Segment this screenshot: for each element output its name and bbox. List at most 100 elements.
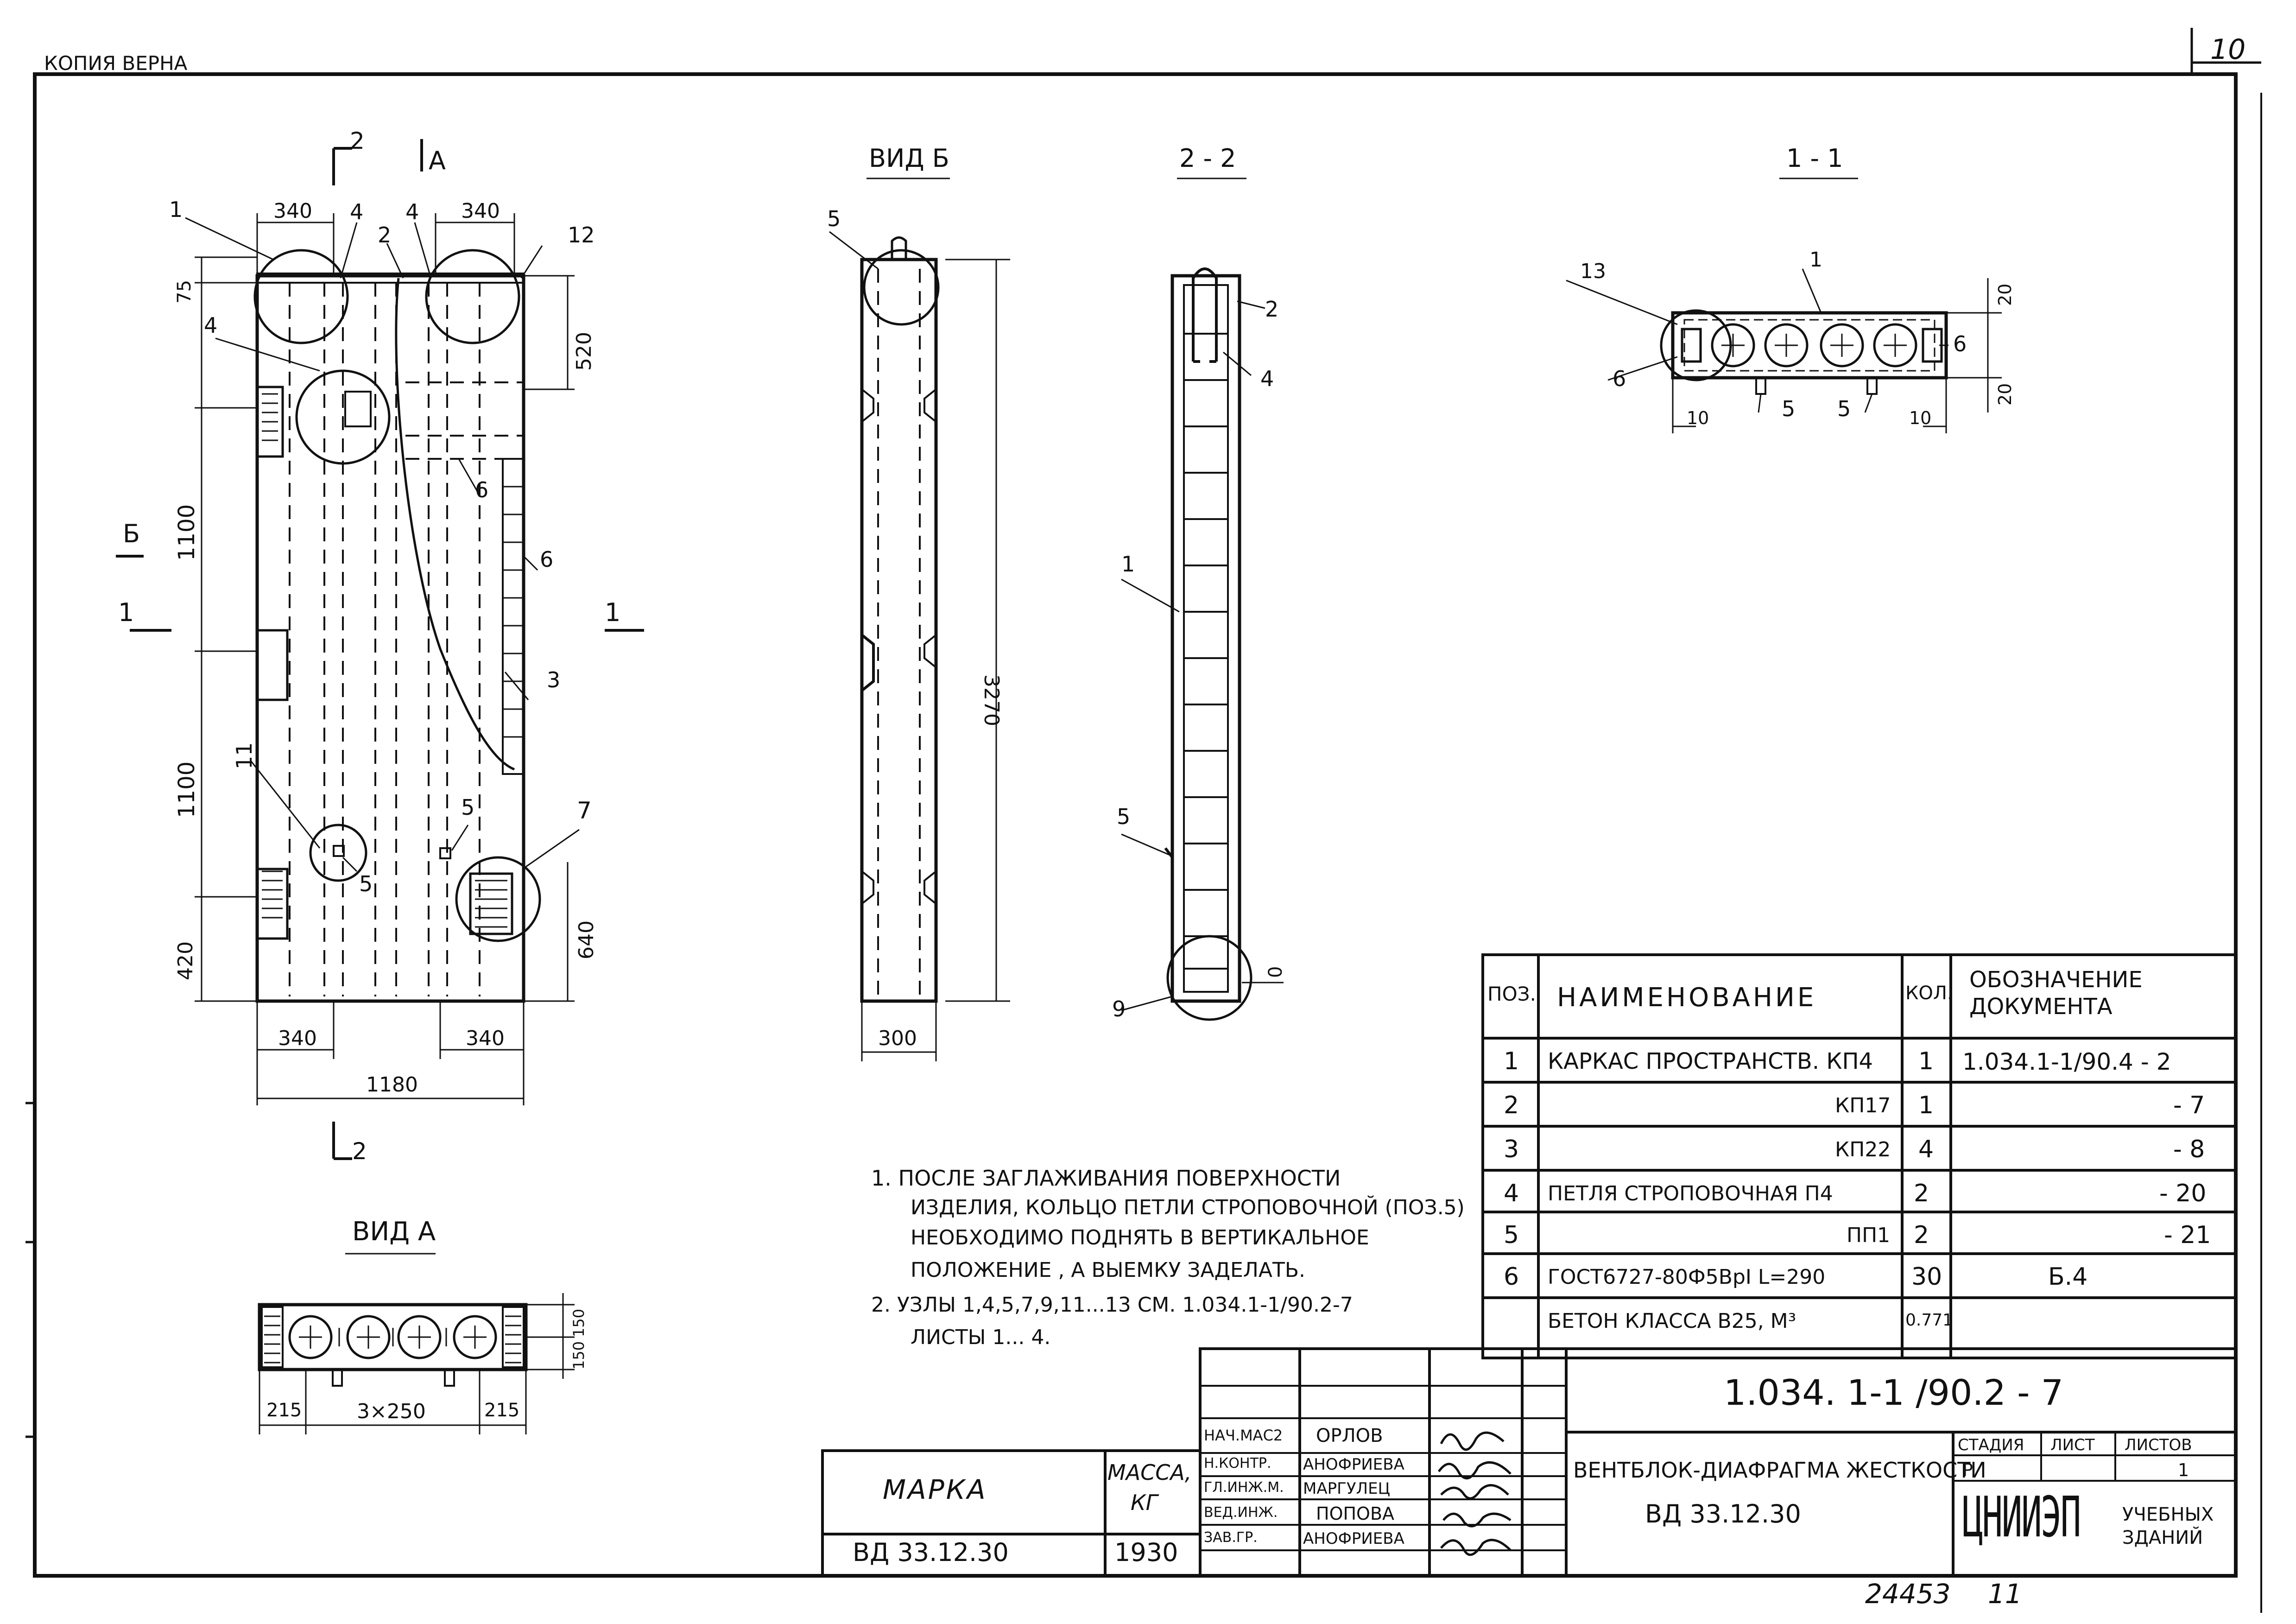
spec-header-doc: ОБОЗНАЧЕНИЕ ДОКУМЕНТА xyxy=(1969,967,2143,1020)
spec-row-4-doc: - 20 xyxy=(2159,1180,2207,1207)
section-2-bottom-label: 2 xyxy=(352,1138,367,1165)
section-2-2-title: 2 - 2 xyxy=(1179,144,1236,173)
view-b-dim-3270: 3270 xyxy=(980,674,1003,726)
spec-row-4-qty: 2 xyxy=(1914,1180,1929,1207)
spec-row-5-doc: - 21 xyxy=(2164,1221,2211,1249)
spec-row-2-name: КП17 xyxy=(1835,1094,1891,1117)
spec-row-1-pos: 1 xyxy=(1504,1047,1519,1075)
product-mark: ВД 33.12.30 xyxy=(1645,1499,1801,1529)
spec-header-pos: ПОЗ. xyxy=(1487,983,1536,1005)
spec-row-5-pos: 5 xyxy=(1504,1221,1519,1249)
mark-header: МАРКА xyxy=(883,1474,987,1505)
section-2-2-callout-2: 2 xyxy=(1265,297,1279,322)
sheet-border xyxy=(33,72,2238,1578)
spec-row-3-name: КП22 xyxy=(1835,1138,1891,1161)
spec-row-1-doc: 1.034.1-1/90.4 - 2 xyxy=(1962,1048,2171,1075)
spec-row-3-qty: 4 xyxy=(1918,1136,1934,1163)
callout-12: 12 xyxy=(568,222,595,247)
doc-code: 1.034. 1-1 /90.2 - 7 xyxy=(1724,1372,2064,1413)
org-sub-1: УЧЕБНЫХ xyxy=(2122,1504,2214,1525)
spec-row-4-name: ПЕТЛЯ СТРОПОВОЧНАЯ П4 xyxy=(1548,1182,1833,1205)
main-elevation xyxy=(116,139,644,1160)
spec-row-3-doc: - 8 xyxy=(2173,1136,2205,1163)
section-2-2-callout-9: 9 xyxy=(1112,996,1126,1021)
note-line-2: ИЗДЕЛИЯ, КОЛЬЦО ПЕТЛИ СТРОПОВОЧНОЙ (ПОЗ.… xyxy=(911,1196,1465,1219)
staff-name-5: АНОФРИЕВА xyxy=(1303,1529,1404,1548)
mass-header-1: МАССА, xyxy=(1107,1460,1192,1485)
section-1-1-callout-5-a: 5 xyxy=(1782,396,1796,421)
staff-role-2: Н.КОНТР. xyxy=(1204,1455,1271,1472)
dim-right-640: 640 xyxy=(575,920,598,959)
note-line-3: НЕОБХОДИМО ПОДНЯТЬ В ВЕРТИКАЛЬНОЕ xyxy=(911,1226,1369,1250)
spec-row-3-pos: 3 xyxy=(1504,1136,1519,1163)
note-line-6: ЛИСТЫ 1... 4. xyxy=(911,1326,1051,1349)
dim-left-1100-a: 1100 xyxy=(174,504,200,561)
mass-value: 1930 xyxy=(1114,1538,1178,1567)
section-1-1-callout-5-b: 5 xyxy=(1837,396,1851,421)
callout-6-b: 6 xyxy=(540,547,554,572)
callout-6-a: 6 xyxy=(475,477,489,502)
dim-bottom-right-340: 340 xyxy=(466,1027,505,1050)
section-1-1-callout-6-right: 6 xyxy=(1953,331,1967,356)
view-a-dim-3x250: 3×250 xyxy=(357,1400,426,1423)
section-2-2-drawing xyxy=(1121,178,1284,1021)
staff-name-2: АНОФРИЕВА xyxy=(1303,1455,1404,1474)
staff-name-3: МАРГУЛЕЦ xyxy=(1303,1479,1390,1498)
callout-1: 1 xyxy=(169,197,183,222)
staff-name-1: ОРЛОВ xyxy=(1316,1425,1383,1446)
view-a-dim-150-a: 150 xyxy=(570,1341,588,1370)
dim-left-420: 420 xyxy=(174,941,197,980)
note-line-1: 1. ПОСЛЕ ЗАГЛАЖИВАНИЯ ПОВЕРХНОСТИ xyxy=(871,1166,1341,1191)
section-2-2-callout-4: 4 xyxy=(1260,366,1274,391)
dim-top-right: 340 xyxy=(461,199,500,223)
section-2-2-callout-1: 1 xyxy=(1121,552,1135,577)
sheets-value: 1 xyxy=(2178,1460,2189,1480)
stage-value: Р xyxy=(1962,1460,1973,1480)
view-a-title: ВИД А xyxy=(352,1217,436,1247)
dim-bottom-left-340: 340 xyxy=(278,1027,317,1050)
spec-row-2-pos: 2 xyxy=(1504,1091,1519,1119)
spec-row-4-pos: 4 xyxy=(1504,1180,1519,1207)
dim-left-75: 75 xyxy=(174,280,195,304)
sheet-number: 10 xyxy=(2210,33,2246,66)
section-1-1-dim-10-left: 10 xyxy=(1687,408,1709,428)
signatures xyxy=(1437,1431,1512,1556)
view-a-dim-215-left: 215 xyxy=(266,1400,302,1421)
spec-row-7-name: БЕТОН КЛАССА В25, М³ xyxy=(1548,1309,1796,1333)
staff-name-4: ПОПОВА xyxy=(1316,1503,1395,1524)
spec-row-6-name: ГОСТ6727-80Ф5ВрI L=290 xyxy=(1548,1265,1826,1289)
mark-value: ВД 33.12.30 xyxy=(853,1538,1009,1567)
mass-header-2: КГ xyxy=(1131,1490,1158,1515)
inventory-number: 24453 xyxy=(1865,1578,1951,1610)
section-1-1-callout-6-left: 6 xyxy=(1613,366,1626,391)
dim-right-520: 520 xyxy=(572,332,596,371)
section-1-1-callout-13: 13 xyxy=(1580,260,1606,283)
view-b-arrow-label: Б xyxy=(123,519,140,548)
spec-row-1-name: КАРКАС ПРОСТРАНСТВ. КП4 xyxy=(1548,1048,1873,1074)
staff-role-5: ЗАВ.ГР. xyxy=(1204,1529,1258,1546)
section-1-1-dim-20-top: 20 xyxy=(1995,283,2015,306)
copy-mark: КОПИЯ ВЕРНА xyxy=(44,52,188,75)
spec-row-1-qty: 1 xyxy=(1918,1047,1934,1075)
callout-4-a: 4 xyxy=(350,199,364,224)
section-1-1-dim-20-bottom: 20 xyxy=(1995,383,2015,406)
callout-3: 3 xyxy=(547,667,561,692)
section-1-right-label: 1 xyxy=(605,598,621,627)
spec-row-6-qty: 30 xyxy=(1911,1263,1942,1291)
staff-role-1: НАЧ.МАС2 xyxy=(1204,1427,1283,1444)
view-b-title: ВИД Б xyxy=(869,144,949,173)
view-a-arrow-label: A xyxy=(429,146,446,175)
view-a-dim-215-right: 215 xyxy=(484,1400,520,1421)
callout-4-c: 4 xyxy=(204,313,218,338)
spec-row-6-pos: 6 xyxy=(1504,1263,1519,1291)
spec-table-grid xyxy=(1481,953,2237,1359)
spec-row-5-name: ПП1 xyxy=(1847,1224,1891,1247)
dim-left-1100-b: 1100 xyxy=(174,761,200,818)
section-1-left-label: 1 xyxy=(118,598,134,627)
view-a-dim-150-b: 150 xyxy=(570,1308,588,1337)
section-2-2-dim-0: 0 xyxy=(1265,966,1286,978)
dim-top-left: 340 xyxy=(273,199,312,223)
callout-5-a: 5 xyxy=(359,871,373,896)
section-2-top-label: 2 xyxy=(350,127,365,154)
callout-4-b: 4 xyxy=(405,199,419,224)
